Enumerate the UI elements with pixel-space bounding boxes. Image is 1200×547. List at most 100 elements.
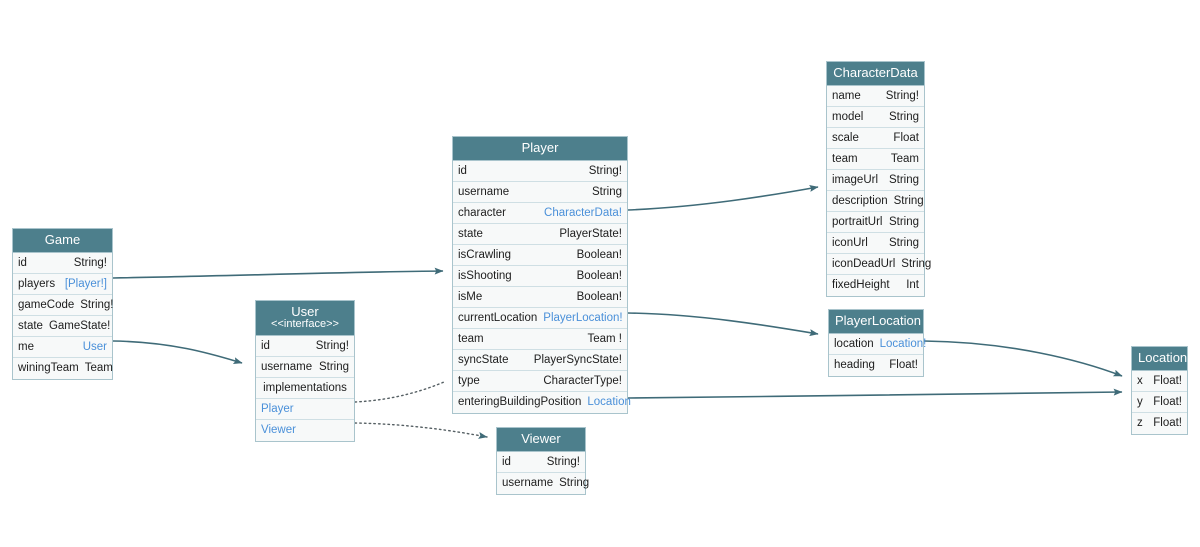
field-name: character bbox=[458, 206, 506, 219]
field-type: Boolean! bbox=[576, 269, 622, 282]
field-row[interactable]: players [Player!] bbox=[13, 273, 112, 295]
field-type: String! bbox=[546, 455, 580, 468]
field-row[interactable]: state GameState! bbox=[13, 315, 112, 337]
field-row[interactable]: isCrawling Boolean! bbox=[453, 244, 627, 266]
field-type: Float bbox=[893, 131, 919, 144]
edge-game-players-to-player bbox=[112, 267, 444, 279]
field-row[interactable]: y Float! bbox=[1132, 391, 1187, 413]
field-row[interactable]: me User bbox=[13, 336, 112, 358]
field-row[interactable]: username String bbox=[453, 181, 627, 203]
field-row[interactable]: portraitUrl String bbox=[827, 211, 924, 233]
entity-user[interactable]: User <<interface>> id String! username S… bbox=[255, 300, 355, 442]
field-type: Team ! bbox=[587, 332, 622, 345]
field-name: enteringBuildingPosition bbox=[458, 396, 582, 409]
field-name: id bbox=[458, 164, 467, 177]
field-type[interactable]: [Player!] bbox=[64, 277, 107, 290]
entity-viewer[interactable]: Viewer id String! username String bbox=[496, 427, 589, 495]
field-row[interactable]: team Team bbox=[827, 148, 924, 170]
field-row[interactable]: winingTeam Team bbox=[13, 357, 113, 379]
entity-game-title: Game bbox=[13, 229, 112, 253]
field-type[interactable]: CharacterData! bbox=[544, 206, 622, 219]
implementation-row-player[interactable]: Player bbox=[256, 398, 354, 420]
field-row[interactable]: state PlayerState! bbox=[453, 223, 627, 245]
field-row[interactable]: scale Float bbox=[827, 127, 924, 149]
field-type: PlayerSyncState! bbox=[533, 353, 622, 366]
field-row[interactable]: enteringBuildingPosition Location bbox=[453, 391, 631, 413]
field-row[interactable]: id String! bbox=[497, 451, 585, 473]
field-type: Boolean! bbox=[576, 248, 622, 261]
edge-player-currentlocation-to-playerlocation bbox=[627, 312, 819, 337]
entity-game[interactable]: Game id String! players [Player!] gameCo… bbox=[12, 228, 114, 380]
field-name: isMe bbox=[458, 290, 483, 303]
field-name: portraitUrl bbox=[832, 215, 883, 228]
entity-location[interactable]: Location x Float! y Float! z Float! bbox=[1131, 346, 1188, 435]
field-row[interactable]: syncState PlayerSyncState! bbox=[453, 349, 627, 371]
field-row[interactable]: iconDeadUrl String bbox=[827, 253, 931, 275]
field-type: Float! bbox=[889, 359, 918, 372]
field-row[interactable]: description String bbox=[827, 190, 924, 212]
field-type: String! bbox=[315, 339, 349, 352]
field-name: winingTeam bbox=[18, 362, 79, 375]
field-type: Float! bbox=[1153, 374, 1182, 387]
field-type: PlayerState! bbox=[559, 227, 622, 240]
field-type: String bbox=[888, 215, 919, 228]
field-name: heading bbox=[834, 359, 875, 372]
field-name: currentLocation bbox=[458, 311, 538, 324]
field-row[interactable]: gameCode String! bbox=[13, 294, 114, 316]
field-type: GameState! bbox=[48, 319, 111, 332]
field-type[interactable]: PlayerLocation! bbox=[543, 311, 623, 324]
field-type: String! bbox=[73, 256, 107, 269]
field-type[interactable]: Location bbox=[587, 396, 631, 409]
field-type: Team bbox=[890, 152, 919, 165]
field-type: Float! bbox=[1153, 417, 1182, 430]
field-type: String! bbox=[588, 164, 622, 177]
field-row[interactable]: model String bbox=[827, 106, 924, 128]
field-type: Boolean! bbox=[576, 290, 622, 303]
field-row[interactable]: username String bbox=[497, 472, 589, 494]
field-name: y bbox=[1137, 395, 1143, 408]
field-row[interactable]: id String! bbox=[13, 252, 112, 274]
entity-user-stereotype: <<interface>> bbox=[271, 317, 339, 330]
field-row[interactable]: isMe Boolean! bbox=[453, 286, 627, 308]
field-row[interactable]: username String bbox=[256, 356, 354, 378]
field-type[interactable]: User bbox=[82, 340, 107, 353]
entity-character-data-title: CharacterData bbox=[827, 62, 924, 86]
implementations-label-row: implementations bbox=[256, 377, 354, 399]
field-row[interactable]: fixedHeight Int bbox=[827, 274, 924, 296]
field-name: isShooting bbox=[458, 269, 512, 282]
field-row[interactable]: iconUrl String bbox=[827, 232, 924, 254]
field-row[interactable]: z Float! bbox=[1132, 412, 1187, 434]
field-type: String bbox=[559, 477, 590, 490]
field-row[interactable]: currentLocation PlayerLocation! bbox=[453, 307, 627, 329]
field-row[interactable]: isShooting Boolean! bbox=[453, 265, 627, 287]
field-name: username bbox=[261, 360, 313, 373]
entity-character-data[interactable]: CharacterData name String! model String … bbox=[826, 61, 931, 297]
implementation-row-viewer[interactable]: Viewer bbox=[256, 419, 354, 441]
field-row[interactable]: team Team ! bbox=[453, 328, 627, 350]
field-name: players bbox=[18, 277, 56, 290]
field-row[interactable]: imageUrl String bbox=[827, 169, 924, 191]
field-name: syncState bbox=[458, 353, 509, 366]
field-row[interactable]: heading Float! bbox=[829, 354, 923, 376]
field-row[interactable]: x Float! bbox=[1132, 370, 1187, 392]
field-row[interactable]: name String! bbox=[827, 85, 924, 107]
field-type: String bbox=[893, 194, 924, 207]
field-type: String! bbox=[80, 298, 114, 311]
field-type[interactable]: Location! bbox=[879, 337, 927, 350]
field-name: imageUrl bbox=[832, 173, 879, 186]
field-row[interactable]: id String! bbox=[453, 160, 627, 182]
field-row[interactable]: character CharacterData! bbox=[453, 202, 627, 224]
entity-player-location[interactable]: PlayerLocation location Location! headin… bbox=[828, 309, 926, 377]
field-row[interactable]: location Location! bbox=[829, 333, 926, 355]
entity-player[interactable]: Player id String! username String charac… bbox=[452, 136, 631, 414]
field-name: username bbox=[458, 185, 510, 198]
field-name: team bbox=[458, 332, 484, 345]
implementation-name[interactable]: Player bbox=[261, 402, 294, 415]
entity-viewer-title: Viewer bbox=[497, 428, 585, 452]
field-row[interactable]: id String! bbox=[256, 335, 354, 357]
field-row[interactable]: type CharacterType! bbox=[453, 370, 627, 392]
entity-player-title: Player bbox=[453, 137, 627, 161]
implementation-name[interactable]: Viewer bbox=[261, 424, 296, 437]
edge-game-me-to-user bbox=[112, 340, 243, 364]
